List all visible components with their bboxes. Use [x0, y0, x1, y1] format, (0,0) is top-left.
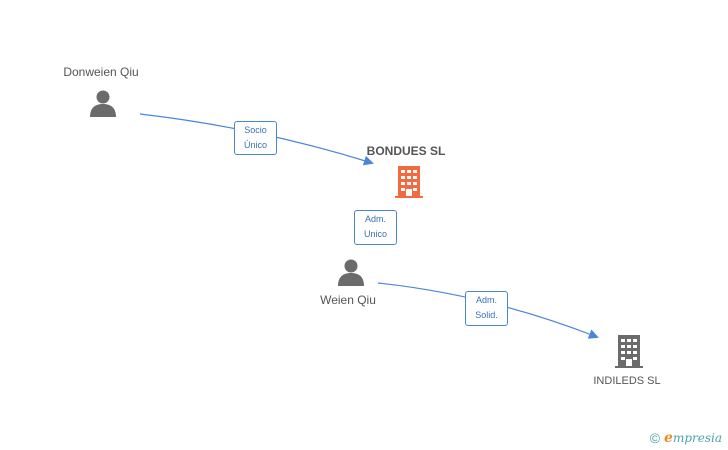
node-label-bondues: BONDUES SL: [366, 144, 446, 158]
node-label-donweien: Donweien Qiu: [63, 65, 139, 79]
person-icon[interactable]: [337, 258, 365, 286]
copyright-icon: ©: [649, 430, 661, 446]
relation-line: Adm.: [364, 214, 386, 224]
relation-line: Unico: [363, 229, 387, 239]
brand-rest: mpresia: [672, 431, 722, 445]
relation-badge-socio-unico[interactable]: Socio Único: [234, 121, 277, 155]
building-icon[interactable]: [613, 334, 645, 369]
relation-badge-adm-solid[interactable]: Adm. Solid.: [465, 291, 508, 326]
building-icon-highlight[interactable]: [393, 165, 425, 199]
person-icon[interactable]: [89, 89, 117, 117]
brand-initial: e: [664, 430, 673, 446]
node-label-weien: Weien Qiu: [320, 293, 376, 307]
node-label-indileds: INDILEDS SL: [593, 375, 661, 387]
brand-footer: © empresia: [650, 430, 722, 446]
relation-line: Adm.: [475, 295, 497, 305]
relation-line: Solid.: [475, 310, 498, 320]
empresia-logo[interactable]: empresia: [664, 430, 722, 446]
relation-line: Socio: [244, 125, 267, 135]
relation-badge-adm-unico[interactable]: Adm. Unico: [354, 210, 397, 245]
relation-line: Único: [243, 140, 267, 150]
